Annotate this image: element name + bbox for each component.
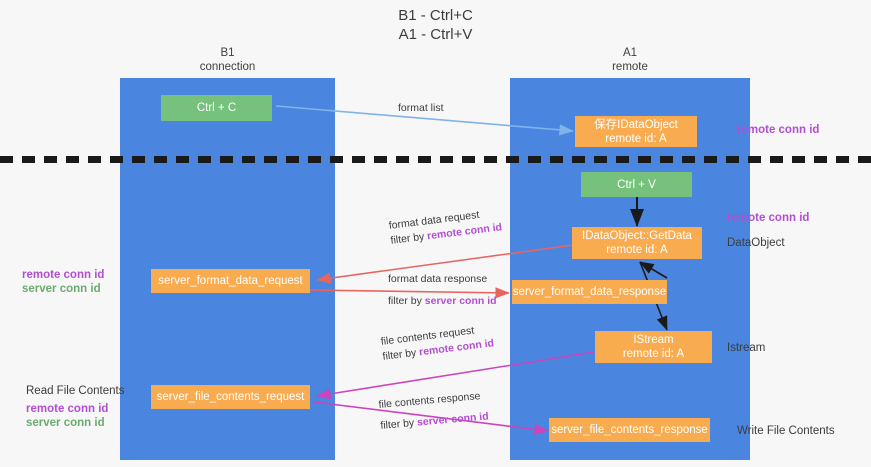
box-ctrl-v[interactable]: Ctrl + V	[581, 172, 692, 197]
page-title: B1 - Ctrl+C A1 - Ctrl+V	[398, 7, 473, 43]
edge-label-file-contents-request: file contents request filter by remote c…	[380, 324, 495, 363]
box-istream[interactable]: IStream remote id: A	[595, 331, 712, 363]
box-ctrl-c[interactable]: Ctrl + C	[161, 95, 272, 121]
box-server-file-contents-request[interactable]: server_file_contents_request	[151, 385, 310, 409]
annotation-remote-conn-id-mid: remote conn id	[727, 212, 810, 224]
box-server-file-contents-response[interactable]: server_file_contents_response	[549, 418, 710, 442]
lane-header-b1: B1 connection	[199, 47, 256, 73]
box-server-format-data-response[interactable]: server_format_data_response	[512, 280, 667, 304]
box-idataobject-getdata[interactable]: IDataObject::GetData remote id: A	[572, 227, 702, 259]
annotation-read-file-contents: Read File Contents	[26, 385, 125, 397]
edge-label-format-data-response: format data response filter by server co…	[388, 273, 497, 307]
box-save-idataobject[interactable]: 保存IDataObject remote id: A	[575, 116, 697, 147]
annotation-remote-conn-id-top: remote conn id	[737, 124, 820, 136]
lane-header-a1: A1 remote	[612, 47, 648, 73]
annotation-left-server-conn-id: server conn id	[22, 283, 101, 295]
edge-label-format-list: format list	[398, 102, 444, 114]
annotation-dataobject: DataObject	[727, 237, 785, 249]
edge-label-file-contents-response: file contents response filter by server …	[378, 390, 490, 432]
edge-label-format-data-response-filter: filter by server conn id	[388, 295, 497, 307]
annotation-write-file-contents: Write File Contents	[737, 425, 835, 437]
annotation-left-server-conn-id-2: server conn id	[26, 417, 105, 429]
box-server-format-data-request[interactable]: server_format_data_request	[151, 269, 310, 293]
annotation-istream: Istream	[727, 342, 766, 354]
edge-label-file-contents-response-filter: filter by server conn id	[379, 410, 490, 432]
annotation-left-remote-conn-id: remote conn id	[22, 269, 105, 281]
edge-label-format-data-request: format data request filter by remote con…	[388, 208, 503, 247]
annotation-left-remote-conn-id-2: remote conn id	[26, 403, 109, 415]
phase-divider	[0, 156, 871, 163]
